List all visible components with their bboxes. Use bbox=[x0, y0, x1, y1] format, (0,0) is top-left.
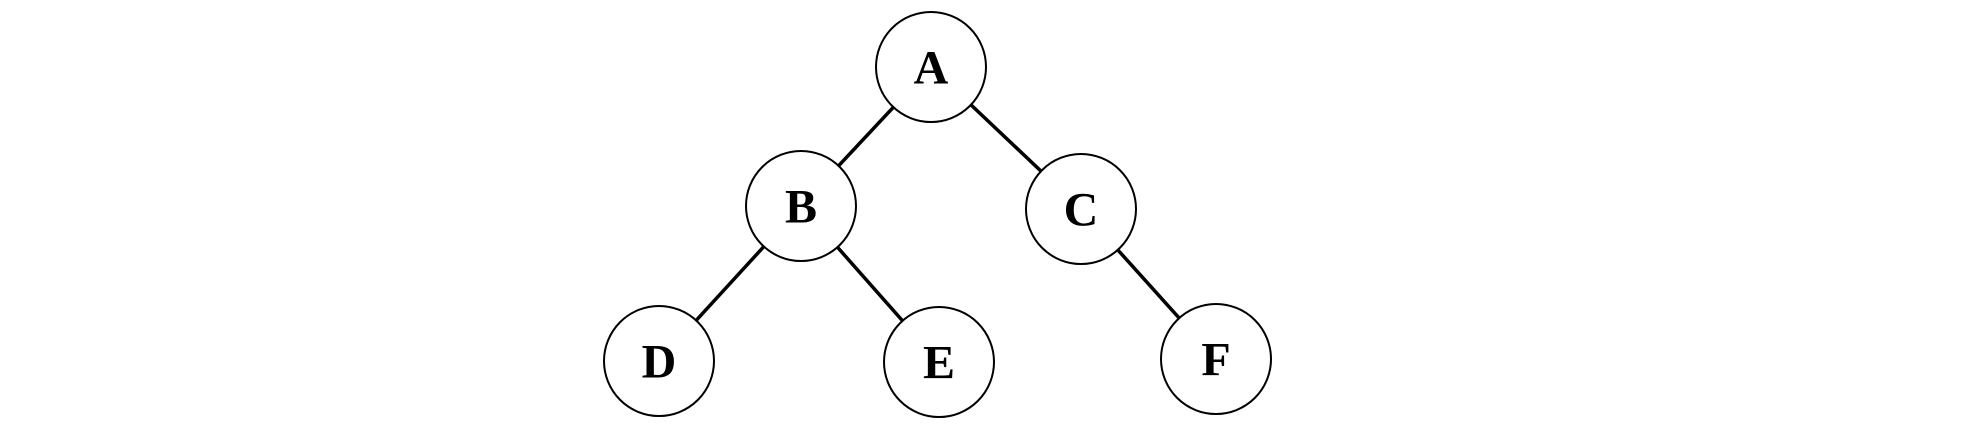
tree-node-c: C bbox=[1025, 153, 1137, 265]
tree-node-e: E bbox=[883, 306, 995, 418]
tree-node-d: D bbox=[603, 305, 715, 417]
node-circle-f bbox=[1160, 303, 1272, 415]
tree-node-f: F bbox=[1160, 303, 1272, 415]
node-label-b: B bbox=[785, 180, 817, 233]
nodes-layer: A B C D E F bbox=[603, 11, 1272, 418]
node-label-d: D bbox=[642, 335, 677, 388]
node-label-f: F bbox=[1201, 333, 1230, 386]
node-circle-d bbox=[603, 305, 715, 417]
node-label-a: A bbox=[914, 41, 949, 94]
node-circle-c bbox=[1025, 153, 1137, 265]
node-label-e: E bbox=[923, 336, 955, 389]
node-circle-b bbox=[745, 150, 857, 262]
node-circle-a bbox=[875, 11, 987, 123]
tree-node-b: B bbox=[745, 150, 857, 262]
tree-node-a: A bbox=[875, 11, 987, 123]
node-circle-e bbox=[883, 306, 995, 418]
node-label-c: C bbox=[1064, 183, 1099, 236]
